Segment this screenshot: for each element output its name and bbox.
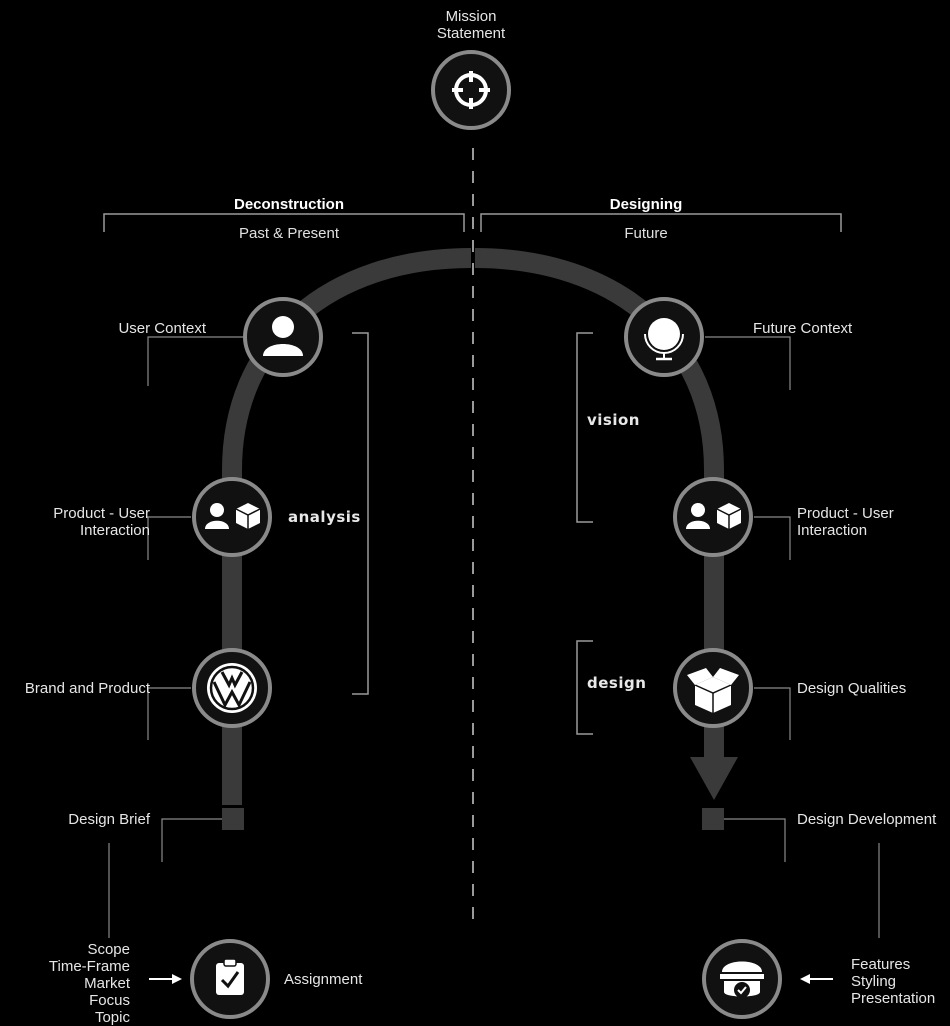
product-user-left-line-1: Product - User [53, 505, 150, 522]
user-box-icon [205, 503, 261, 529]
output-styling: Styling [851, 973, 897, 990]
mission-node [431, 50, 511, 130]
input-arrow [149, 974, 182, 984]
future-context-label: Future Context [753, 320, 853, 337]
input-focus: Focus [89, 992, 130, 1009]
past-present-subheading: Past & Present [238, 225, 340, 242]
assignment-label: Assignment [284, 971, 363, 988]
design-qualities-node [673, 648, 753, 728]
user-context-node [243, 297, 323, 377]
assignment-node [190, 939, 270, 1019]
product-check-icon [720, 961, 764, 998]
process-arrow-head [690, 757, 738, 800]
user-icon [263, 316, 303, 356]
analysis-bracket [352, 332, 369, 695]
mission-statement-label: Mission Statement [421, 8, 521, 42]
design-bracket [576, 640, 593, 735]
product-user-interaction-label-left: Product - User Interaction [20, 505, 150, 539]
future-subheading: Future [624, 225, 668, 242]
user-box-icon [686, 503, 742, 529]
product-user-interaction-label-right: Product - User Interaction [797, 505, 894, 539]
input-topic: Topic [94, 1009, 130, 1026]
mission-label-line-2: Statement [436, 25, 506, 42]
vision-bracket [576, 332, 593, 523]
design-qualities-label: Design Qualities [797, 680, 907, 697]
design-phase-label: design [587, 674, 647, 692]
presentation-node [702, 939, 782, 1019]
input-time-frame: Time-Frame [48, 958, 130, 975]
mission-label-line-1: Mission [445, 8, 497, 25]
output-arrow [800, 974, 833, 984]
design-development-label: Design Development [797, 811, 937, 828]
brand-product-label: Brand and Product [24, 680, 150, 697]
globe-icon [644, 318, 684, 361]
product-user-node-right [673, 477, 753, 557]
product-user-left-line-2: Interaction [79, 522, 150, 539]
vw-logo-icon [207, 663, 257, 713]
design-development-marker [702, 808, 724, 830]
right-header-bracket [480, 213, 842, 232]
presentation-outputs-list: Features Styling Presentation [851, 956, 935, 1007]
input-scope: Scope [87, 941, 130, 958]
right-connectors [705, 336, 880, 938]
analysis-phase-label: analysis [288, 508, 361, 526]
crosshair-icon [452, 71, 490, 109]
left-header-bracket [103, 213, 465, 232]
input-market: Market [84, 975, 130, 992]
open-box-icon [687, 668, 739, 713]
design-brief-label: Design Brief [68, 811, 150, 828]
design-brief-marker [222, 808, 244, 830]
future-context-node [624, 297, 704, 377]
assignment-inputs-list: Scope Time-Frame Market Focus Topic [30, 941, 130, 1026]
clipboard-check-icon [216, 958, 244, 995]
output-presentation: Presentation [851, 990, 936, 1007]
vision-phase-label: vision [587, 411, 640, 429]
product-user-right-line-1: Product - User [797, 505, 894, 522]
product-user-right-line-2: Interaction [797, 522, 868, 539]
deconstruction-heading: Deconstruction [233, 196, 344, 213]
designing-heading: Designing [609, 196, 683, 213]
product-user-node-left [192, 477, 272, 557]
brand-product-node [192, 648, 272, 728]
user-context-label: User Context [118, 320, 206, 337]
output-features: Features [851, 956, 911, 973]
left-connectors [108, 336, 243, 938]
